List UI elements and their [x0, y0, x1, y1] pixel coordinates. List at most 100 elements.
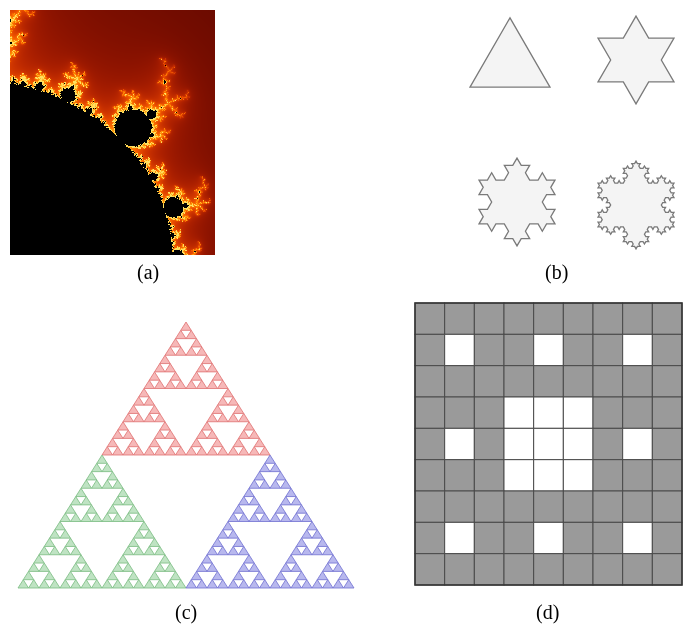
sierpinski-cell — [239, 413, 250, 421]
carpet-cell — [534, 460, 564, 491]
sierpinski-cell — [170, 571, 181, 579]
sierpinski-cell — [296, 538, 307, 546]
sierpinski-cell — [323, 563, 334, 571]
sierpinski-cell — [286, 555, 297, 563]
carpet-cell — [415, 522, 445, 553]
sierpinski-cell — [212, 372, 223, 380]
sierpinski-cell — [207, 546, 218, 554]
sierpinski-cell — [176, 580, 187, 588]
sierpinski-cell — [302, 580, 313, 588]
sierpinski-cell — [249, 513, 260, 521]
carpet-cell — [563, 334, 593, 365]
sierpinski-cell — [212, 405, 223, 413]
carpet-cell — [534, 522, 564, 553]
sierpinski-cell — [291, 546, 302, 554]
panel-label: (a) — [137, 260, 159, 284]
carpet-cell — [534, 554, 564, 585]
sierpinski-cell — [107, 472, 118, 480]
koch-curve — [598, 16, 674, 104]
sierpinski-cell — [118, 555, 129, 563]
sierpinski-cell — [223, 522, 234, 530]
sierpinski-cell — [228, 447, 239, 455]
carpet-cell — [593, 366, 623, 397]
carpet-cell — [534, 428, 564, 459]
carpet-cell — [415, 397, 445, 428]
carpet-cell — [445, 460, 475, 491]
sierpinski-cell — [102, 580, 113, 588]
sierpinski-cell — [275, 505, 286, 513]
sierpinski-cell — [270, 513, 281, 521]
sierpinski-cell — [207, 380, 218, 388]
sierpinski-cell — [102, 513, 113, 521]
sierpinski-cell — [212, 438, 223, 446]
sierpinski-cell — [197, 364, 208, 372]
sierpinski-cell — [102, 447, 113, 455]
sierpinski-cell — [128, 505, 139, 513]
sierpinski-cell — [218, 397, 229, 405]
sierpinski-cell — [29, 580, 40, 588]
sierpinski-cell — [71, 580, 82, 588]
sierpinski-cell — [128, 438, 139, 446]
carpet-cell — [445, 554, 475, 585]
sierpinski-cell — [312, 530, 323, 538]
sierpinski-cell — [123, 430, 134, 438]
sierpinski-cell — [97, 455, 108, 463]
sierpinski-cell — [228, 546, 239, 554]
carpet-cell — [445, 522, 475, 553]
sierpinski-cell — [291, 497, 302, 505]
carpet-cell — [623, 522, 653, 553]
sierpinski-cell — [76, 488, 87, 496]
carpet-border — [415, 303, 682, 585]
sierpinski-cell — [302, 513, 313, 521]
sierpinski-cell — [176, 347, 187, 355]
carpet-cell — [504, 522, 534, 553]
sierpinski-cell — [296, 505, 307, 513]
sierpinski-cell — [244, 422, 255, 430]
sierpinski-cell — [265, 455, 276, 463]
sierpinski-cell — [86, 571, 97, 579]
sierpinski-cell — [207, 447, 218, 455]
sierpinski-cell — [249, 480, 260, 488]
sierpinski-cell — [197, 447, 208, 455]
carpet-cell — [623, 303, 653, 334]
sierpinski-cell — [134, 397, 145, 405]
sierpinski-cell — [239, 447, 250, 455]
sierpinski-cell — [39, 580, 50, 588]
sierpinski-cell — [249, 563, 260, 571]
sierpinski-cell — [81, 497, 92, 505]
sierpinski-cell — [113, 447, 124, 455]
carpet-cell — [652, 522, 682, 553]
sierpinski-cell — [291, 580, 302, 588]
carpet-cell — [504, 366, 534, 397]
sierpinski-cell — [71, 546, 82, 554]
carpet-cell — [652, 554, 682, 585]
carpet-cell — [504, 554, 534, 585]
carpet-cell — [445, 397, 475, 428]
sierpinski-cell — [160, 355, 171, 363]
sierpinski-cell — [218, 413, 229, 421]
sierpinski-cell — [212, 538, 223, 546]
sierpinski-cell — [333, 580, 344, 588]
sierpinski-cell — [197, 430, 208, 438]
sierpinski-cell — [176, 380, 187, 388]
carpet-cell — [474, 554, 504, 585]
carpet-cell — [623, 397, 653, 428]
sierpinski-cell — [239, 497, 250, 505]
sierpinski-cell — [92, 513, 103, 521]
sierpinski-cell — [65, 538, 76, 546]
sierpinski-cell — [81, 513, 92, 521]
carpet-cell — [534, 334, 564, 365]
sierpinski-cell — [113, 513, 124, 521]
carpet-cell — [593, 460, 623, 491]
panel-label: (d) — [536, 600, 559, 624]
sierpinski-cell — [291, 563, 302, 571]
carpet-cell — [474, 366, 504, 397]
sierpinski-cell — [165, 447, 176, 455]
sierpinski-cell — [92, 480, 103, 488]
sierpinski-cell — [239, 580, 250, 588]
sierpinski-cell — [228, 413, 239, 421]
carpet-cell — [415, 334, 445, 365]
sierpinski-cell — [233, 438, 244, 446]
koch-snowflakes — [470, 16, 674, 249]
sierpinski-cell — [270, 463, 281, 471]
